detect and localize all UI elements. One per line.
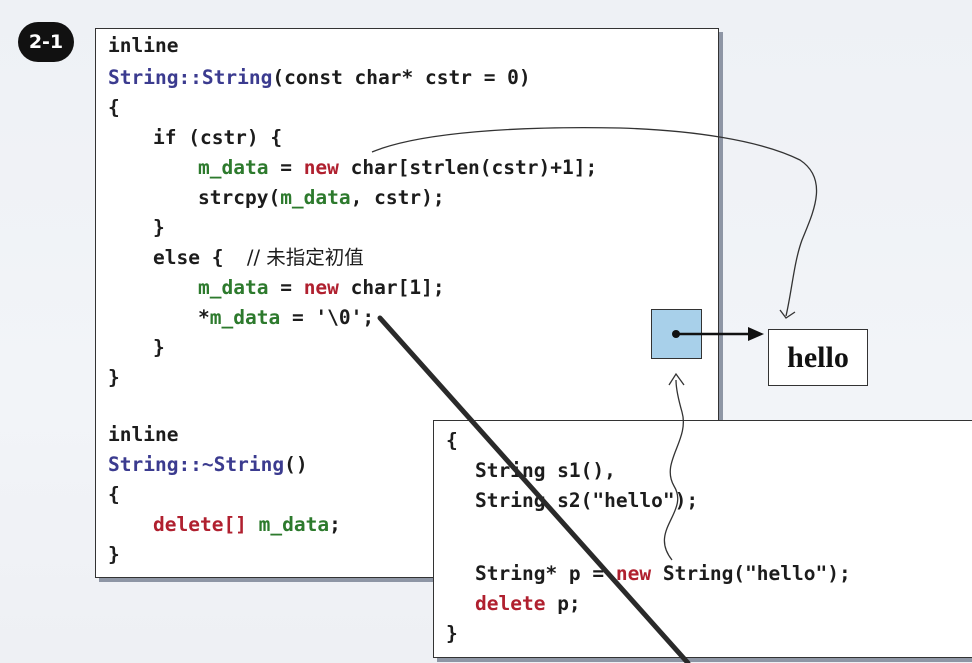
new-keyword: new xyxy=(615,562,652,585)
code-line: } xyxy=(446,622,458,646)
code-text: String s2("hello"); xyxy=(475,489,699,512)
code-block: { String s1(), String s2("hello"); Strin… xyxy=(434,421,972,657)
code-line: delete p; xyxy=(475,592,581,616)
code-text: { xyxy=(108,96,120,119)
code-block: inline String::String(const char* cstr =… xyxy=(96,29,718,577)
code-line: m_data = new char[strlen(cstr)+1]; xyxy=(198,156,597,180)
member-variable: m_data xyxy=(198,276,269,299)
code-line: { xyxy=(446,429,458,453)
code-line: m_data = new char[1]; xyxy=(198,276,445,300)
member-variable: m_data xyxy=(280,186,351,209)
code-line: String s2("hello"); xyxy=(475,489,698,513)
annotation-arrowhead xyxy=(668,372,685,386)
code-text: if (cstr) { xyxy=(153,126,283,149)
code-text: } xyxy=(446,622,458,645)
destructor-name: String::~String xyxy=(108,453,285,476)
code-line: strcpy(m_data, cstr); xyxy=(198,186,445,210)
code-line: String s1(), xyxy=(475,459,616,483)
code-text: inline xyxy=(108,423,179,446)
code-line: } xyxy=(108,543,120,567)
code-text: p; xyxy=(545,592,581,615)
annotation-arrowhead xyxy=(779,309,796,319)
code-text: ; xyxy=(329,513,341,536)
member-variable: m_data xyxy=(246,513,330,536)
code-line: } xyxy=(108,366,120,390)
code-line: { xyxy=(108,96,120,120)
code-text: { xyxy=(446,429,458,452)
code-text: (const char* cstr = 0) xyxy=(272,66,531,89)
code-text: inline xyxy=(108,34,179,57)
code-text: { xyxy=(108,483,120,506)
constructor-name: String::String xyxy=(108,66,273,89)
delete-keyword: delete xyxy=(475,592,546,615)
code-text: } xyxy=(108,366,120,389)
code-line: inline xyxy=(108,34,178,58)
code-line: if (cstr) { xyxy=(153,126,282,150)
annotation-curve xyxy=(663,379,684,561)
new-keyword: new xyxy=(303,276,339,299)
new-keyword: new xyxy=(303,156,339,179)
code-text: () xyxy=(284,453,308,476)
annotation-curve xyxy=(371,126,818,317)
pointer-arrow-head xyxy=(748,327,764,341)
code-line: { xyxy=(108,483,120,507)
code-line: else { // 未指定初值 xyxy=(153,246,364,270)
code-line: *m_data = '\0'; xyxy=(198,306,374,330)
code-text: strcpy( xyxy=(198,186,281,209)
usage-code-panel: { String s1(), String s2("hello"); Strin… xyxy=(433,420,972,658)
code-line: String::~String() xyxy=(108,453,308,477)
member-variable: m_data xyxy=(198,156,269,179)
code-text: char[1]; xyxy=(338,276,445,299)
code-text: = '\0'; xyxy=(280,306,375,329)
code-text: else { xyxy=(153,246,247,269)
code-line: delete[] m_data; xyxy=(153,513,341,537)
code-line: } xyxy=(153,216,165,240)
hello-string-box: hello xyxy=(768,329,868,386)
delete-keyword: delete[] xyxy=(153,513,247,536)
code-text: = xyxy=(268,156,304,179)
constructor-destructor-code-panel: inline String::String(const char* cstr =… xyxy=(95,28,719,578)
presenter-pointer-stick xyxy=(377,315,691,663)
code-text: String s1(), xyxy=(475,459,616,482)
section-badge: 2-1 xyxy=(18,22,74,62)
code-text: char[strlen(cstr)+1]; xyxy=(338,156,598,179)
code-line: inline xyxy=(108,423,178,447)
code-text: = xyxy=(268,276,304,299)
code-comment: // 未指定初值 xyxy=(246,246,364,269)
member-variable: m_data xyxy=(209,306,281,329)
code-line: String* p = new String("hello"); xyxy=(475,562,851,586)
code-text: * xyxy=(198,306,210,329)
code-text: } xyxy=(153,216,165,239)
code-text: } xyxy=(108,543,120,566)
code-text: String("hello"); xyxy=(651,562,851,585)
code-line: String::String(const char* cstr = 0) xyxy=(108,66,531,90)
code-text: String* p = xyxy=(475,562,616,585)
code-text: } xyxy=(153,336,165,359)
code-text: , cstr); xyxy=(350,186,445,209)
code-line: } xyxy=(153,336,165,360)
pointer-dot xyxy=(672,330,680,338)
